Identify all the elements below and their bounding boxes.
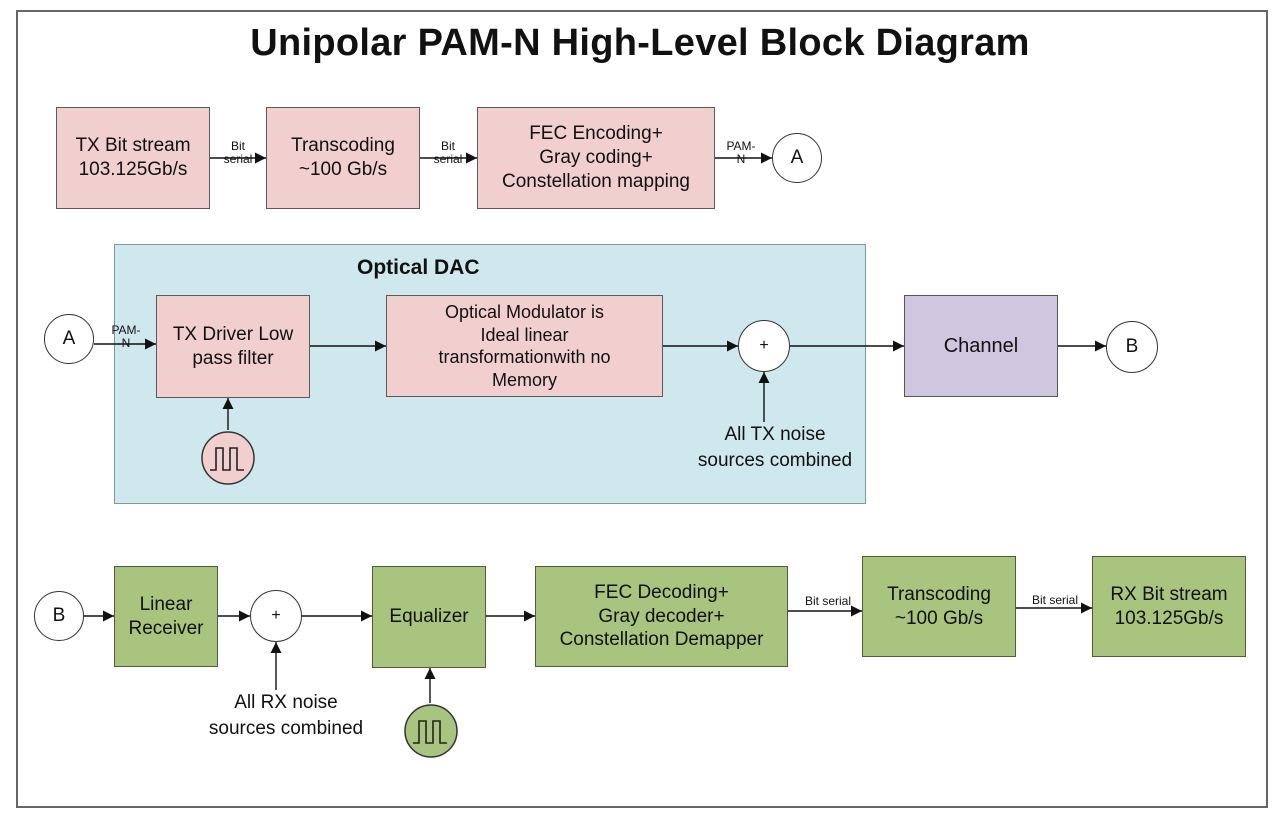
- fec-encoding-block: FEC Encoding+ Gray coding+ Constellation…: [477, 107, 715, 209]
- optical-modulator-block: Optical Modulator is Ideal linear transf…: [386, 295, 663, 397]
- connector-b-in: B: [34, 591, 84, 641]
- tx-sum-junction: +: [738, 320, 790, 372]
- connector-a-in: A: [44, 314, 94, 364]
- tx-bit-stream-block: TX Bit stream 103.125Gb/s: [56, 107, 210, 209]
- tx-noise-note: All TX noise sources combined: [697, 424, 853, 471]
- tx-clock-icon: [201, 431, 255, 485]
- optical-dac-label: Optical DAC: [357, 256, 480, 279]
- tx-transcoding-block: Transcoding ~100 Gb/s: [266, 107, 420, 209]
- diagram-title: Unipolar PAM-N High-Level Block Diagram: [250, 22, 1030, 64]
- tx-link2-label: Bit serial: [433, 139, 463, 166]
- rx-bit-stream-block: RX Bit stream 103.125Gb/s: [1092, 556, 1246, 657]
- connector-a-out: A: [772, 133, 822, 183]
- connector-b-out: B: [1106, 321, 1158, 373]
- tx-driver-block: TX Driver Low pass filter: [156, 295, 310, 398]
- rx-link2-label: Bit serial: [1031, 593, 1078, 607]
- rx-link1-label: Bit serial: [804, 594, 851, 608]
- dac-link-in-label: PAM- N: [111, 323, 141, 350]
- equalizer-block: Equalizer: [372, 566, 486, 668]
- rx-clock-icon: [404, 704, 458, 758]
- rx-sum-junction: +: [250, 590, 302, 642]
- channel-block: Channel: [904, 295, 1058, 397]
- linear-receiver-block: Linear Receiver: [114, 566, 218, 667]
- tx-link3-label: PAM- N: [726, 139, 756, 166]
- tx-link1-label: Bit serial: [223, 139, 253, 166]
- rx-transcoding-block: Transcoding ~100 Gb/s: [862, 556, 1016, 657]
- fec-decoding-block: FEC Decoding+ Gray decoder+ Constellatio…: [535, 566, 788, 667]
- rx-noise-note: All RX noise sources combined: [208, 692, 364, 739]
